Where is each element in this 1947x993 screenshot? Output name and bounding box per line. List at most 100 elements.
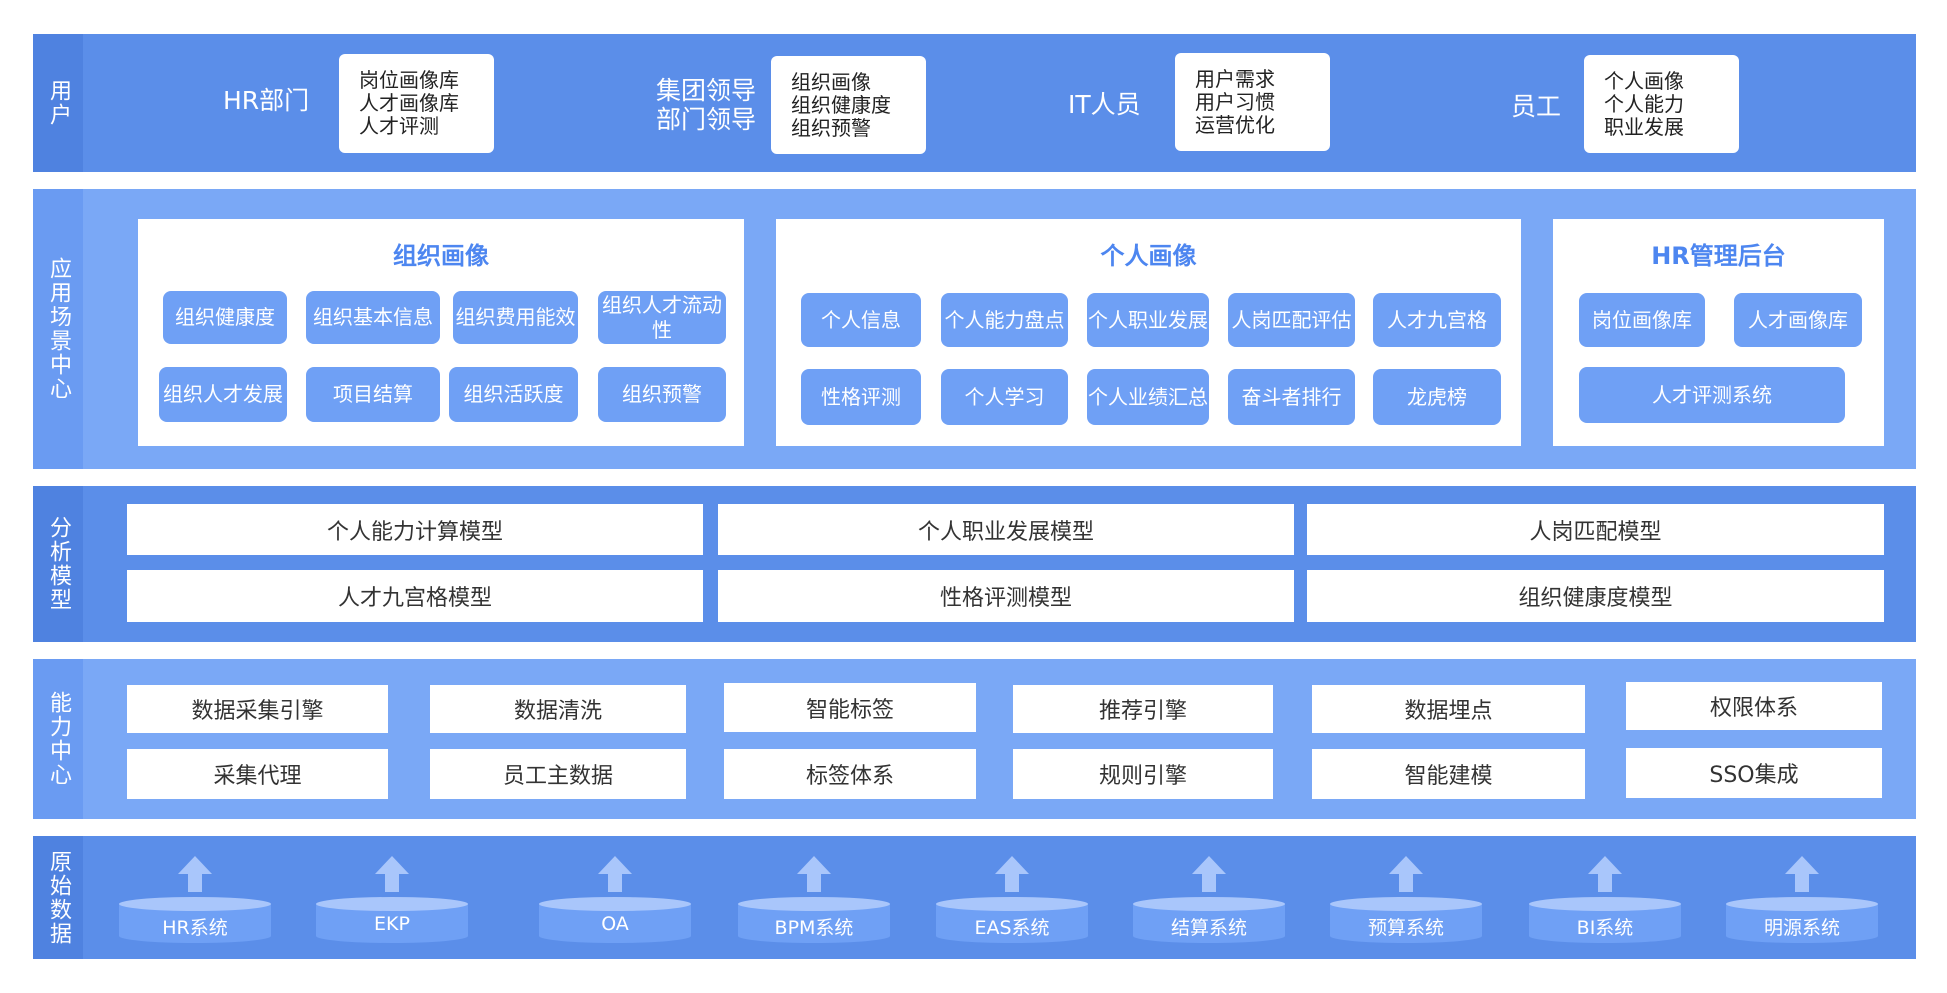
layer-label-model: 分析模型 [33,486,83,642]
user-role-employee: 员工 [1511,92,1562,121]
scene-item[interactable]: 组织人才流动性 [598,291,726,344]
ability-item[interactable]: 权限体系 [1626,682,1882,730]
data-source-label: EKP [374,913,410,935]
scene-item[interactable]: 龙虎榜 [1373,369,1501,425]
scene-item[interactable]: 个人业绩汇总 [1087,369,1209,425]
scene-item[interactable]: 组织费用能效 [453,291,578,344]
database-cylinder[interactable]: 结算系统 [1132,896,1286,944]
scene-item[interactable]: 个人信息 [801,293,921,347]
scene-item[interactable]: 性格评测 [801,369,921,425]
scene-item[interactable]: 个人能力盘点 [941,293,1068,347]
database-icon [539,897,691,943]
user-item: 人才评测 [359,114,439,138]
ability-item[interactable]: 智能建模 [1312,749,1585,799]
user-item: 组织健康度 [791,92,891,117]
scene-item[interactable]: 组织基本信息 [306,291,440,344]
user-item: 岗位画像库 [359,68,459,92]
up-arrow-icon [1192,856,1226,892]
panel-title: HR管理后台 [1651,242,1786,270]
database-cylinder[interactable]: EKP [315,896,469,944]
scene-item[interactable]: 项目结算 [306,367,440,422]
user-item: 个人能力 [1604,91,1684,116]
band-scene: 应用场景中心 组织画像 组织健康度 组织基本信息 组织费用能效 组织人才流动性 … [33,189,1916,469]
ability-item[interactable]: 数据清洗 [430,685,686,733]
model-item[interactable]: 个人能力计算模型 [127,504,703,555]
user-box-it: 用户需求 用户习惯 运营优化 [1175,53,1330,151]
band-user: 用户 HR部门 岗位画像库 人才画像库 人才评测 集团领导 部门领导 组织画像 … [33,34,1916,172]
database-icon [936,897,1088,943]
database-icon [1133,897,1285,943]
database-cylinder[interactable]: HR系统 [118,896,272,944]
user-item: 个人画像 [1604,68,1684,93]
panel-org-portrait: 组织画像 组织健康度 组织基本信息 组织费用能效 组织人才流动性 组织人才发展 … [138,219,744,446]
panel-title: 个人画像 [1100,242,1197,270]
scene-item[interactable]: 人才评测系统 [1579,367,1845,423]
band-model: 分析模型 个人能力计算模型 个人职业发展模型 人岗匹配模型 人才九宫格模型 性格… [33,486,1916,642]
ability-item[interactable]: 智能标签 [724,683,976,732]
user-item: 组织预警 [791,115,871,140]
database-cylinder[interactable]: 明源系统 [1725,896,1879,944]
database-cylinder[interactable]: 预算系统 [1329,896,1483,944]
scene-item[interactable]: 组织活跃度 [449,367,578,422]
ability-item[interactable]: 采集代理 [127,749,388,799]
ability-item[interactable]: 推荐引擎 [1013,685,1273,733]
band-data: 原始数据 HR系统 EKP OA BPM系统 EAS系统 结算系统 预算系统 BI系统 明源系统 [33,836,1916,959]
database-icon [316,897,468,943]
database-icon [119,897,271,943]
user-item: 运营优化 [1195,112,1275,137]
scene-item[interactable]: 人才画像库 [1734,293,1862,347]
user-item: 组织画像 [791,69,871,94]
scene-item[interactable]: 岗位画像库 [1579,293,1705,347]
scene-item[interactable]: 个人学习 [941,369,1068,425]
model-item[interactable]: 性格评测模型 [718,570,1294,622]
database-cylinder[interactable]: OA [538,896,692,944]
data-source-label: 明源系统 [1763,917,1840,939]
ability-item[interactable]: 规则引擎 [1013,749,1273,799]
user-role-hr: HR部门 [223,86,310,115]
user-box-employee: 个人画像 个人能力 职业发展 [1584,55,1739,153]
user-role-leader: 集团领导 部门领导 [656,76,757,134]
panel-title: 组织画像 [393,242,489,270]
user-item: 人才画像库 [359,91,459,115]
panel-hr-admin: HR管理后台 岗位画像库 人才画像库 人才评测系统 [1553,219,1884,446]
up-arrow-icon [375,856,409,892]
user-item: 用户需求 [1195,66,1275,91]
ability-item[interactable]: 标签体系 [724,749,976,799]
database-icon [1726,897,1878,943]
model-item[interactable]: 人岗匹配模型 [1307,504,1884,555]
up-arrow-icon [1588,856,1622,892]
user-item: 用户习惯 [1195,89,1275,114]
scene-item[interactable]: 组织预警 [598,367,726,422]
user-box-leader: 组织画像 组织健康度 组织预警 [771,56,926,154]
model-item[interactable]: 个人职业发展模型 [718,504,1294,555]
database-icon [1330,897,1482,943]
database-cylinder[interactable]: BPM系统 [737,896,891,944]
scene-item[interactable]: 人岗匹配评估 [1228,293,1355,347]
scene-item[interactable]: 组织健康度 [163,291,287,344]
ability-item[interactable]: 数据采集引擎 [127,685,388,733]
up-arrow-icon [1389,856,1423,892]
ability-item[interactable]: 员工主数据 [430,749,686,799]
data-source-label: 结算系统 [1170,917,1247,939]
scene-item[interactable]: 组织人才发展 [159,367,287,422]
layer-label-data: 原始数据 [33,836,83,959]
scene-item[interactable]: 个人职业发展 [1087,293,1209,347]
user-box-hr: 岗位画像库 人才画像库 人才评测 [339,54,494,153]
up-arrow-icon [797,856,831,892]
layer-label-scene: 应用场景中心 [33,189,83,469]
user-role-it: IT人员 [1068,90,1141,119]
model-item[interactable]: 人才九宫格模型 [127,570,703,622]
ability-item[interactable]: 数据埋点 [1312,685,1585,733]
database-cylinder[interactable]: EAS系统 [935,896,1089,944]
data-source-label: EAS系统 [974,917,1050,939]
database-icon [738,897,890,943]
database-cylinder[interactable]: BI系统 [1528,896,1682,944]
scene-item[interactable]: 人才九宫格 [1373,293,1501,347]
scene-item[interactable]: 奋斗者排行 [1228,369,1355,425]
layer-label-user: 用户 [33,34,83,172]
up-arrow-icon [178,856,212,892]
up-arrow-icon [995,856,1029,892]
data-source-label: 预算系统 [1367,917,1444,939]
model-item[interactable]: 组织健康度模型 [1307,570,1884,622]
ability-item[interactable]: SSO集成 [1626,748,1882,798]
